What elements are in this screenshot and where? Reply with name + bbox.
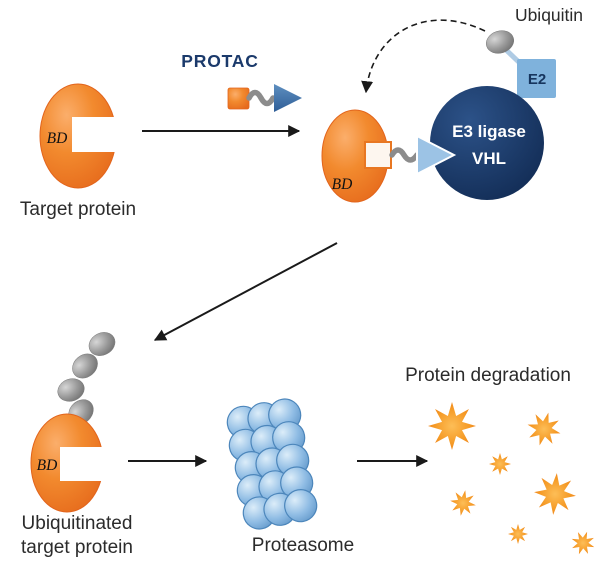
degradation-star (489, 453, 511, 475)
proteasome-label: Proteasome (252, 535, 354, 556)
ubiquitin-sphere (72, 353, 98, 379)
bd-label: BD (47, 130, 68, 147)
binding-pocket-notch (60, 447, 110, 481)
target-protein-label: Target protein (20, 199, 136, 220)
arrow-complex-to-ubiquitinated (153, 242, 338, 341)
e2-enzyme-square (517, 59, 556, 98)
degradation-stars (428, 402, 595, 555)
protac-recruiter-arrow (274, 84, 302, 112)
vhl-label: VHL (472, 149, 506, 168)
recruiter-ligand-triangle (416, 134, 457, 176)
protac-linker-squiggle (246, 89, 276, 107)
degradation-star (534, 473, 576, 515)
degradation-star (508, 524, 528, 544)
ubiquitin-sphere (57, 378, 85, 402)
degradation-star (450, 490, 476, 516)
e3-ligase-label: E3 ligase (452, 122, 526, 141)
proteasome-icon (226, 398, 318, 530)
ubiquitinated-target-protein: BD (30, 413, 110, 513)
protac-warhead-square (227, 87, 250, 110)
protac-label: PROTAC (181, 51, 258, 71)
ubiquitin-sphere (486, 30, 514, 54)
bd-label-bottom: BD (37, 457, 58, 474)
bd-ligand-square (364, 141, 392, 169)
ternary-complex: E2 BD E3 ligase VHL (321, 30, 556, 203)
ubiquitin-label: Ubiquitin (515, 5, 583, 25)
complex-linker-squiggle (389, 147, 420, 163)
e3-ligase-circle (430, 86, 544, 200)
bd-label-complex: BD (332, 176, 353, 193)
ubiquitinated-label-line2: target protein (21, 537, 133, 558)
degradation-star (571, 531, 595, 555)
ubiquitin-sphere (88, 332, 116, 356)
protein-degradation-label: Protein degradation (405, 365, 571, 386)
dashed-arrow-ubiquitin-transfer (361, 19, 486, 94)
ubiquitinated-label-line1: Ubiquitinated (22, 513, 133, 534)
target-protein: BD (39, 83, 122, 189)
degradation-star (428, 402, 476, 450)
protac-icon (227, 84, 302, 112)
proteasome-subunit (284, 489, 318, 523)
binding-pocket-notch (72, 117, 122, 152)
degradation-star (527, 412, 561, 446)
e2-label: E2 (528, 71, 546, 88)
